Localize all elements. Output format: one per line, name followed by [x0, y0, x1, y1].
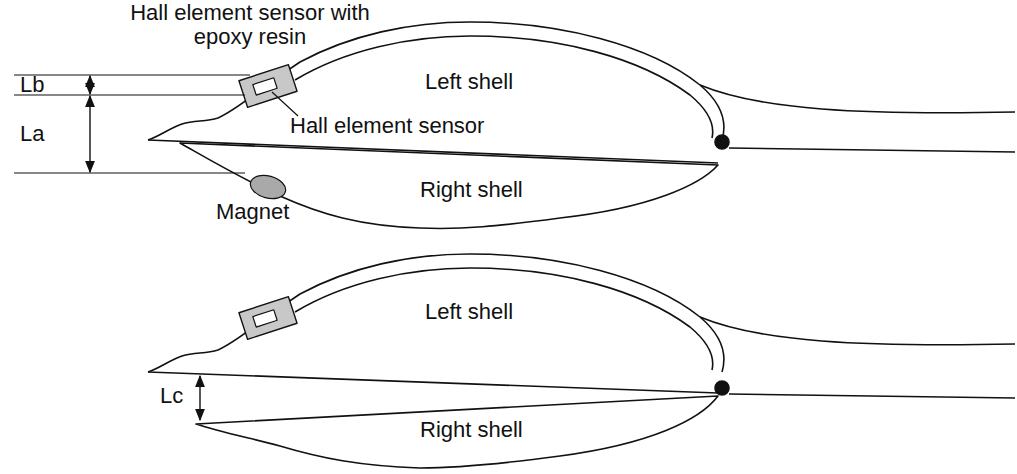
epoxy-resin	[239, 65, 297, 108]
dimension-label: Lb	[20, 73, 44, 97]
tail-line	[729, 148, 1015, 152]
hall-sensor	[253, 310, 277, 327]
hinge	[715, 135, 729, 149]
left-shell-edge	[148, 140, 718, 163]
dimension-label: Lc	[160, 384, 183, 408]
tail-curve	[700, 85, 1015, 113]
epoxy-resin	[239, 297, 297, 340]
callout-text: Hall element sensor	[290, 114, 484, 138]
leader-line	[272, 92, 298, 116]
left-shell-inner	[295, 268, 713, 370]
right-shell-outline	[196, 396, 718, 468]
part-name: Right shell	[420, 418, 523, 442]
part-name: Left shell	[425, 70, 513, 94]
dimension-label: La	[20, 122, 44, 146]
tail-line	[729, 394, 1015, 398]
callout-text: Hall element sensor with epoxy resin	[130, 1, 370, 49]
hall-sensor	[253, 78, 277, 95]
dimension-arrow	[199, 376, 200, 420]
left-shell-edge	[148, 372, 718, 393]
part-name: Magnet	[216, 200, 289, 224]
hinge	[715, 381, 729, 395]
tail-curve	[700, 317, 1015, 345]
dimension-line	[14, 75, 250, 173]
magnet	[248, 172, 288, 203]
dimension-arrow	[89, 96, 90, 172]
left-shell-outline	[148, 254, 724, 372]
right-shell-outline	[180, 143, 718, 229]
part-name: Right shell	[420, 178, 523, 202]
part-name: Left shell	[425, 300, 513, 324]
dimension-arrow	[89, 76, 90, 94]
